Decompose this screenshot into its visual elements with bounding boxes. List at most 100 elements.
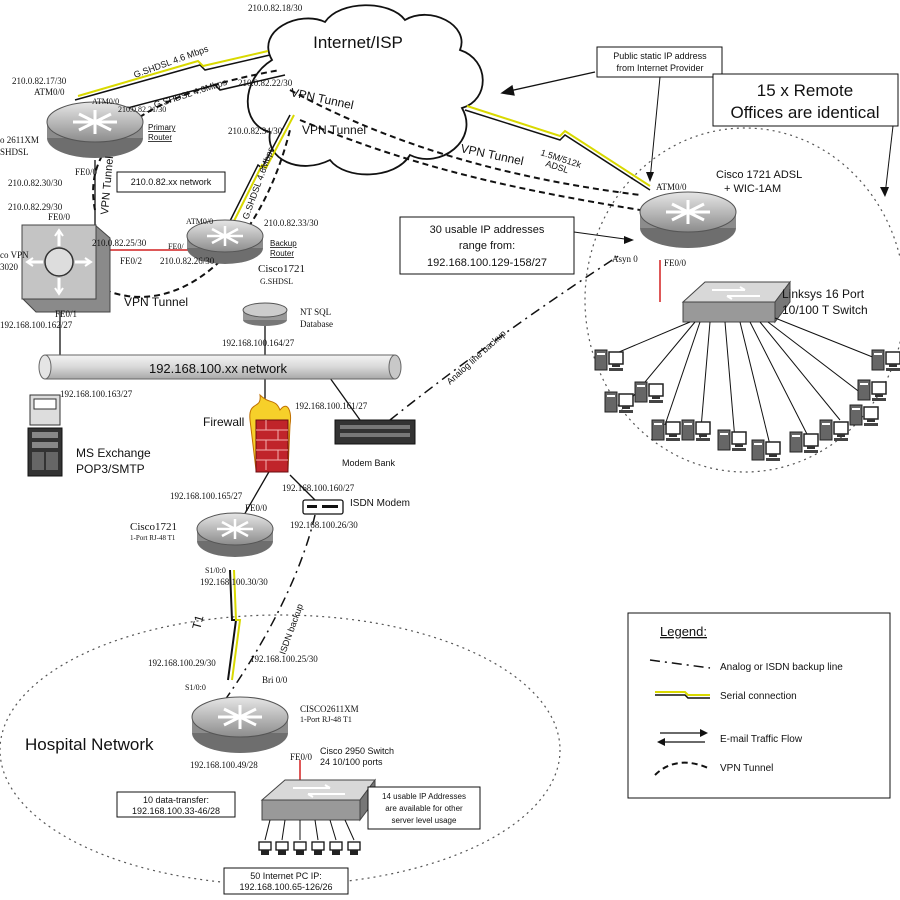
hospital-pc[interactable] <box>275 841 289 856</box>
remote-pc[interactable] <box>604 391 634 414</box>
diagram-label: POP3/SMTP <box>76 462 145 476</box>
callout-public-ip: Public static IP address from Internet P… <box>596 46 723 182</box>
diagram-label: 1-Port RJ-48 T1 <box>130 534 176 542</box>
hospital-router[interactable] <box>190 695 290 755</box>
diagram-label: 192.168.100.65-126/26 <box>239 882 332 892</box>
diagram-label: T1 <box>189 613 206 630</box>
modem-bank[interactable] <box>334 419 416 445</box>
remote-pc[interactable] <box>849 404 879 427</box>
remote-pc[interactable] <box>634 381 664 404</box>
diagram-label: FE0/1 <box>55 309 77 319</box>
diagram-label: Cisco 2950 Switch <box>320 746 394 756</box>
legend-item-vpn: VPN Tunnel <box>720 763 773 774</box>
diagram-label: G.SHDSL <box>260 277 293 286</box>
diagram-label: Router <box>270 249 294 258</box>
diagram-label: range from: <box>459 240 515 252</box>
diagram-label: Offices are identical <box>731 103 880 122</box>
diagram-label: FE0/2 <box>120 256 142 266</box>
cisco1721-t1-router[interactable] <box>195 511 275 559</box>
internet-cloud: Internet/ISP <box>246 4 484 176</box>
diagram-label: FE0/0 <box>245 503 268 513</box>
diagram-label: Cisco1721 <box>130 521 177 533</box>
diagram-label: Database <box>300 319 333 329</box>
hospital-pc[interactable] <box>258 841 272 856</box>
diagram-label: 210.0.82.33/30 <box>264 218 319 228</box>
callout-data-transfer: 10 data-transfer: 192.168.100.33-46/28 <box>116 791 236 818</box>
callout-remote-offices: 15 x Remote Offices are identical <box>712 73 899 197</box>
cloud-label: Internet/ISP <box>313 33 403 52</box>
hospital-pc-group <box>258 841 361 856</box>
diagram-label: Backup <box>270 239 297 248</box>
diagram-label: 192.168.100.30/30 <box>200 577 268 587</box>
diagram-label: MS Exchange <box>76 446 151 460</box>
diagram-label: 192.168.100.33-46/28 <box>132 806 220 816</box>
legend-title: Legend: <box>660 624 707 639</box>
diagram-label: G.SHDSL 4.6Mbps <box>153 77 229 110</box>
remote-pc[interactable] <box>857 379 887 402</box>
diagram-label: Firewall <box>203 415 244 429</box>
diagram-label: 192.168.100.26/30 <box>290 520 358 530</box>
nt-sql-database[interactable] <box>242 302 288 326</box>
lan-red-links <box>105 249 661 800</box>
diagram-label: Asyn 0 <box>612 254 638 264</box>
remote-pc[interactable] <box>751 439 781 462</box>
remote-pc[interactable] <box>819 419 849 442</box>
hospital-pc[interactable] <box>293 841 307 856</box>
diagram-label: 192.168.100.165/27 <box>170 491 243 501</box>
diagram-label: 3020 <box>0 262 19 272</box>
diagram-label: 15 x Remote <box>757 81 853 100</box>
diagram-label: 192.168.100.49/28 <box>190 760 258 770</box>
hospital-switch[interactable] <box>260 778 376 822</box>
callout-internet-pc: 50 Internet PC IP: 192.168.100.65-126/26 <box>223 867 349 895</box>
diagram-label: are available for other <box>385 804 463 813</box>
remote-pc[interactable] <box>681 419 711 442</box>
diagram-label: server level usage <box>392 816 457 825</box>
diagram-label: ISDN backup <box>277 602 305 655</box>
diagram-label: Analog line backup <box>445 328 508 386</box>
remote-pc[interactable] <box>651 419 681 442</box>
remote-pc[interactable] <box>717 429 747 452</box>
hospital-pc[interactable] <box>347 841 361 856</box>
diagram-label: Bri 0/0 <box>262 675 288 685</box>
diagram-label: VPN Tunnel <box>459 141 525 168</box>
callout-14-usable: 14 usable IP Addresses are available for… <box>367 786 481 830</box>
hospital-network-boundary <box>0 614 561 886</box>
serial-links <box>74 50 651 681</box>
firewall[interactable] <box>249 393 291 473</box>
diagram-label: ATM0/0 <box>656 182 687 192</box>
diagram-label: 210.0.82.17/30 <box>12 76 67 86</box>
diagram-label: 210.0.82.21/30 <box>118 105 166 114</box>
remote-pc[interactable] <box>789 431 819 454</box>
hospital-pc[interactable] <box>311 841 325 856</box>
remote-pc-group <box>594 349 900 462</box>
diagram-label: FE0/0 <box>664 258 687 268</box>
diagram-label: o 2611XM <box>0 135 39 145</box>
diagram-label: 192.168.100.163/27 <box>60 389 133 399</box>
linksys-switch[interactable] <box>681 280 791 324</box>
diagram-label: 210.0.82.xx network <box>131 177 212 187</box>
diagram-label: S1/0:0 <box>185 683 206 692</box>
hospital-pc[interactable] <box>329 841 343 856</box>
diagram-label: 14 usable IP Addresses <box>382 792 466 801</box>
remote-pc[interactable] <box>594 349 624 372</box>
diagram-label: Cisco1721 <box>258 263 305 275</box>
remote-office-router[interactable] <box>638 190 738 250</box>
diagram-label: 210.0.82.30/30 <box>8 178 63 188</box>
diagram-label: 10 data-transfer: <box>143 795 209 805</box>
diagram-label: 10/100 T Switch <box>782 303 868 317</box>
vpn-concentrator[interactable] <box>21 224 111 313</box>
diagram-label: ATM0/0 <box>186 217 213 226</box>
legend: Legend: Analog or ISDN backup line Seria… <box>627 612 891 799</box>
diagram-label: 50 Internet PC IP: <box>250 871 322 881</box>
callout-210-network: 210.0.82.xx network <box>116 171 226 193</box>
diagram-label: Cisco 1721 ADSL <box>716 169 802 181</box>
diagram-label: co VPN <box>0 250 29 260</box>
diagram-label: Primary <box>148 123 176 132</box>
hospital-pc-links <box>264 819 355 841</box>
ms-exchange-server[interactable] <box>27 394 63 477</box>
lan-backbone: 192.168.100.xx network <box>38 354 402 380</box>
backup-lines <box>224 254 621 701</box>
isdn-modem[interactable] <box>302 499 344 515</box>
remote-pc[interactable] <box>871 349 900 372</box>
